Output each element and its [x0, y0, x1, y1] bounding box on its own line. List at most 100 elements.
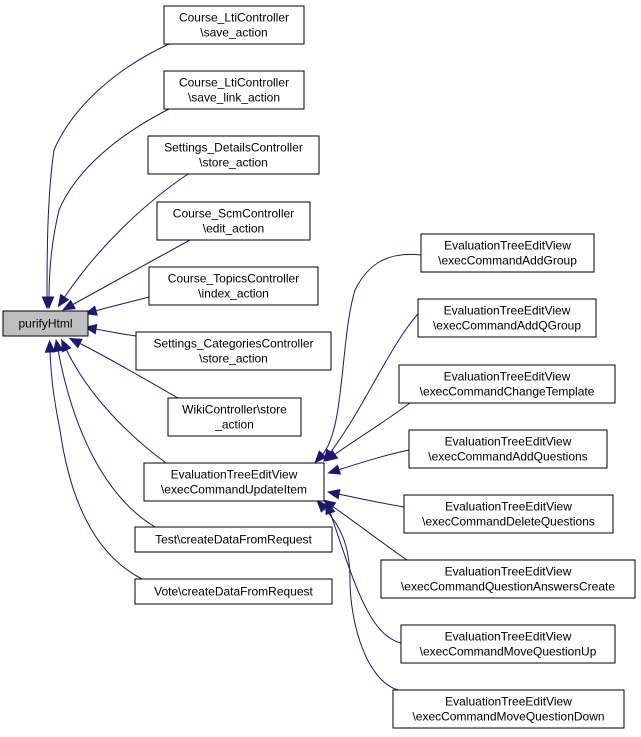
node-label-line: Settings_DetailsController — [164, 141, 303, 155]
arrowhead — [43, 296, 55, 310]
node-label-line: EvaluationTreeEditView — [445, 435, 572, 449]
node-move-up[interactable]: EvaluationTreeEditView\execCommandMoveQu… — [400, 624, 616, 664]
edge-line — [65, 348, 167, 464]
edge-line — [321, 253, 422, 456]
edge-settings_details-to-purify — [57, 173, 189, 308]
node-box — [148, 266, 319, 306]
edge-line — [49, 350, 143, 580]
node-label-line: Course_ScmController — [173, 207, 294, 221]
node-label-line: \execCommandAddGroup — [438, 254, 577, 268]
node-label-line: \execCommandMoveQuestionUp — [420, 645, 597, 659]
arrowhead — [61, 338, 72, 353]
node-lti-save[interactable]: Course_LtiController\save_action — [163, 5, 305, 45]
arrowhead — [53, 338, 64, 353]
node-label-line: Vote\createDataFromRequest — [154, 585, 313, 599]
node-label-line: \index_action — [198, 287, 269, 301]
node-test-create[interactable]: Test\createDataFromRequest — [134, 526, 333, 553]
node-label-line: \execCommandQuestionAnswersCreate — [401, 580, 615, 594]
node-label-line: \execCommandUpdateItem — [161, 483, 307, 497]
node-label-line: \execCommandMoveQuestionDown — [412, 710, 604, 724]
node-settings-categories[interactable]: Settings_CategoriesController\store_acti… — [135, 331, 332, 371]
node-label-line: EvaluationTreeEditView — [444, 239, 571, 253]
node-box — [408, 429, 608, 469]
node-box — [2, 310, 89, 337]
edge-etev_update-to-purify — [61, 338, 167, 464]
node-label-line: \edit_action — [203, 222, 264, 236]
node-label-line: Course_LtiController — [179, 76, 289, 90]
node-label-line: EvaluationTreeEditView — [445, 630, 572, 644]
edge-add_questions-to-etev_update — [327, 449, 410, 475]
node-label-line: EvaluationTreeEditView — [171, 468, 298, 482]
edge-wiki_store-to-purify — [68, 337, 179, 399]
node-box — [163, 5, 305, 45]
edge-line — [94, 328, 137, 337]
node-lti-save-link[interactable]: Course_LtiController\save_link_action — [163, 70, 305, 110]
node-box — [392, 689, 625, 729]
node-label-line: purifyHtml — [18, 317, 72, 331]
node-add-qgroup[interactable]: EvaluationTreeEditView\execCommandAddQGr… — [417, 298, 597, 338]
node-etev-update[interactable]: EvaluationTreeEditView\execCommandUpdate… — [143, 462, 325, 502]
node-label-line: Course_TopicsController — [168, 272, 299, 286]
edge-line — [71, 239, 191, 306]
edge-line — [94, 296, 150, 312]
node-move-down[interactable]: EvaluationTreeEditView\execCommandMoveQu… — [392, 689, 625, 729]
node-label-line: EvaluationTreeEditView — [444, 304, 571, 318]
node-label-line: \store_action — [199, 352, 268, 366]
node-qa-create[interactable]: EvaluationTreeEditView\execCommandQuesti… — [380, 559, 636, 599]
edge-line — [337, 449, 410, 471]
edge-scm_edit-to-purify — [62, 239, 191, 311]
node-label-line: \execCommandDeleteQuestions — [422, 515, 595, 529]
node-label-line: EvaluationTreeEditView — [445, 500, 572, 514]
edge-lti_save_link-to-purify — [43, 108, 170, 310]
arrowhead — [57, 293, 70, 308]
node-label-line: Test\createDataFromRequest — [155, 533, 312, 547]
node-label-line: Course_LtiController — [179, 11, 289, 25]
node-box — [134, 578, 333, 605]
node-box — [400, 624, 616, 664]
edge-delete_questions-to-etev_update — [326, 489, 405, 508]
edge-line — [333, 402, 411, 456]
edge-line — [48, 108, 170, 299]
edge-line — [323, 507, 399, 691]
node-label-line: EvaluationTreeEditView — [445, 695, 572, 709]
edge-change_template-to-etev_update — [324, 402, 411, 462]
arrowhead — [326, 489, 341, 500]
node-delete-questions[interactable]: EvaluationTreeEditView\execCommandDelete… — [403, 494, 614, 534]
edge-line — [331, 505, 408, 561]
arrowhead — [324, 449, 339, 462]
node-box — [417, 298, 597, 338]
edge-line — [63, 173, 189, 299]
node-label-line: EvaluationTreeEditView — [444, 370, 571, 384]
arrowhead — [44, 339, 56, 353]
node-add-group[interactable]: EvaluationTreeEditView\execCommandAddGro… — [420, 233, 595, 273]
node-add-questions[interactable]: EvaluationTreeEditView\execCommandAddQue… — [408, 429, 608, 469]
node-label-line: \save_link_action — [188, 91, 280, 105]
nodes-layer: purifyHtmlCourse_LtiController\save_acti… — [2, 5, 636, 729]
node-topics-index[interactable]: Course_TopicsController\index_action — [148, 266, 319, 306]
arrowhead — [327, 464, 342, 475]
node-label-line: EvaluationTreeEditView — [445, 565, 572, 579]
node-label-line: \execCommandAddQuestions — [428, 450, 587, 464]
node-label-line: \execCommandAddQGroup — [433, 319, 581, 333]
node-box — [143, 462, 325, 502]
node-label-line: Settings_CategoriesController — [153, 337, 313, 351]
node-root-purifyhtml[interactable]: purifyHtml — [2, 310, 89, 337]
node-vote-create[interactable]: Vote\createDataFromRequest — [134, 578, 333, 605]
arrowhead — [62, 299, 76, 311]
node-scm-edit[interactable]: Course_ScmController\edit_action — [156, 201, 311, 241]
node-wiki-store[interactable]: WikiController\store_action — [167, 397, 302, 437]
node-box — [163, 70, 305, 110]
node-label-line: \store_action — [199, 156, 268, 170]
node-label-line: _action — [214, 418, 254, 432]
node-box — [135, 331, 332, 371]
node-settings-details[interactable]: Settings_DetailsController\store_action — [147, 135, 320, 175]
node-label-line: \save_action — [200, 26, 267, 40]
edge-add_group-to-etev_update — [314, 253, 422, 464]
node-box — [403, 494, 614, 534]
arrowhead — [68, 337, 83, 349]
arrowhead — [314, 450, 327, 464]
edge-settings_categories-to-purify — [83, 323, 137, 337]
node-box — [134, 526, 333, 553]
node-change-template[interactable]: EvaluationTreeEditView\execCommandChange… — [398, 364, 616, 404]
